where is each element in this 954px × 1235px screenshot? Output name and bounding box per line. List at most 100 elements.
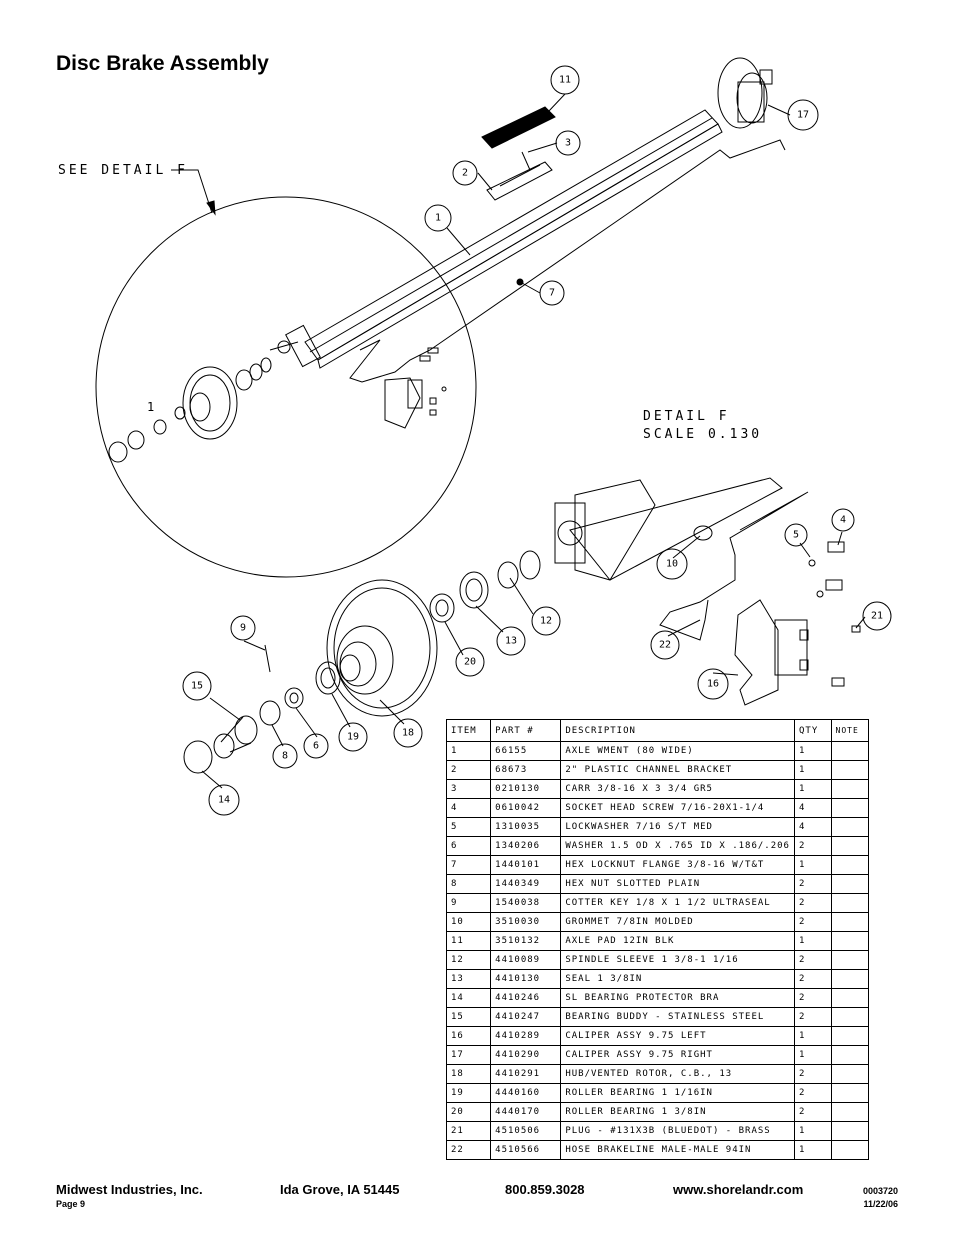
cell-description: BEARING BUDDY - STAINLESS STEEL: [560, 1007, 795, 1027]
cell-note: [830, 741, 870, 761]
cell-qty: 2: [793, 1102, 832, 1122]
callout-22: 22: [650, 630, 680, 660]
axle-pad: [481, 106, 556, 149]
cell-item: 13: [445, 969, 492, 989]
callout-4: 4: [831, 508, 855, 532]
cell-item: 4: [445, 798, 492, 818]
callout-7: 7: [539, 280, 565, 306]
svg-text:1: 1: [435, 213, 441, 224]
cell-item: 7: [445, 855, 492, 875]
cell-qty: 1: [793, 760, 832, 780]
callout-8: 8: [272, 743, 298, 769]
cell-part-number: 4410247: [490, 1007, 562, 1027]
svg-text:20: 20: [464, 657, 476, 668]
cell-qty: 2: [793, 950, 832, 970]
cell-part-number: 1540038: [490, 893, 562, 913]
cell-part-number: 4410291: [490, 1064, 562, 1084]
footer-doc-number: 0003720: [862, 1186, 898, 1196]
cell-description: PLUG - #131X3B (BLUEDOT) - BRASS: [560, 1121, 795, 1141]
svg-text:6: 6: [313, 741, 319, 752]
cell-item: 10: [445, 912, 492, 932]
cell-item: 16: [445, 1026, 492, 1046]
detail-label-line2: SCALE 0.130: [643, 427, 762, 442]
cell-part-number: 1440101: [490, 855, 562, 875]
cell-qty: 2: [793, 874, 832, 894]
cell-description: LOCKWASHER 7/16 S/T MED: [560, 817, 795, 837]
cell-qty: 1: [793, 741, 832, 761]
cell-qty: 2: [793, 1083, 832, 1103]
cell-description: SOCKET HEAD SCREW 7/16-20X1-1/4: [560, 798, 795, 818]
svg-text:4: 4: [840, 515, 846, 526]
cell-qty: 1: [793, 779, 832, 799]
header-qty: QTY: [793, 719, 832, 742]
callout-20: 20: [455, 647, 485, 677]
footer-location: Ida Grove, IA 51445: [280, 1182, 400, 1197]
cell-note: [830, 988, 870, 1008]
svg-text:12: 12: [540, 616, 552, 627]
callout-9: 9: [230, 615, 256, 641]
cell-qty: 1: [793, 1121, 832, 1141]
svg-text:8: 8: [282, 751, 288, 762]
callout-17: 17: [787, 99, 819, 131]
cell-description: ROLLER BEARING 1 1/16IN: [560, 1083, 795, 1103]
cell-item: 2: [445, 760, 492, 780]
cell-description: AXLE WMENT (80 WIDE): [560, 741, 795, 761]
cell-qty: 2: [793, 988, 832, 1008]
cell-note: [830, 874, 870, 894]
callout-1: 1: [424, 204, 452, 232]
cell-description: 2" PLASTIC CHANNEL BRACKET: [560, 760, 795, 780]
cell-note: [830, 931, 870, 951]
svg-text:10: 10: [666, 559, 678, 570]
callout-18: 18: [393, 718, 423, 748]
cell-part-number: 0210130: [490, 779, 562, 799]
cell-item: 5: [445, 817, 492, 837]
cell-item: 17: [445, 1045, 492, 1065]
callout-13: 13: [496, 626, 526, 656]
cell-description: HUB/VENTED ROTOR, C.B., 13: [560, 1064, 795, 1084]
cell-qty: 2: [793, 1064, 832, 1084]
cell-item: 6: [445, 836, 492, 856]
svg-text:16: 16: [707, 679, 719, 690]
svg-text:9: 9: [240, 623, 246, 634]
cell-qty: 1: [793, 1140, 832, 1160]
cell-qty: 1: [793, 1026, 832, 1046]
cell-description: SL BEARING PROTECTOR BRA: [560, 988, 795, 1008]
svg-text:22: 22: [659, 640, 671, 651]
svg-text:5: 5: [793, 530, 799, 541]
cell-qty: 2: [793, 969, 832, 989]
cell-item: 19: [445, 1083, 492, 1103]
header-note: NOTE: [830, 719, 870, 742]
footer-date: 11/22/06: [863, 1199, 898, 1209]
svg-text:7: 7: [549, 288, 555, 299]
see-detail-leader: [171, 169, 213, 214]
detail-label-line1: DETAIL F: [643, 409, 730, 424]
callout-12: 12: [531, 606, 561, 636]
cell-note: [830, 817, 870, 837]
callout-6: 6: [303, 733, 329, 759]
footer-phone: 800.859.3028: [505, 1182, 585, 1197]
cell-note: [830, 969, 870, 989]
cell-part-number: 0610042: [490, 798, 562, 818]
header-description: DESCRIPTION: [560, 719, 795, 742]
cell-item: 22: [445, 1140, 492, 1160]
cell-note: [830, 798, 870, 818]
cell-note: [830, 779, 870, 799]
header-item: ITEM: [445, 719, 492, 742]
callout-21: 21: [862, 601, 892, 631]
cell-qty: 2: [793, 893, 832, 913]
svg-text:2: 2: [462, 168, 468, 179]
callout-11: 11: [550, 65, 580, 95]
svg-text:18: 18: [402, 728, 414, 739]
cell-description: GROMMET 7/8IN MOLDED: [560, 912, 795, 932]
cell-item: 9: [445, 893, 492, 913]
